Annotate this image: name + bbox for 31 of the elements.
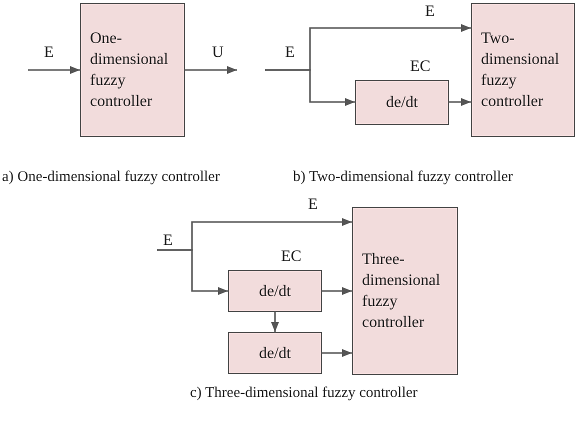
process-box: [228, 270, 322, 312]
signal-label: E: [285, 44, 295, 62]
edge-label: U: [212, 44, 224, 62]
box-text: Two-dimensional fuzzy controller: [481, 29, 560, 112]
process-box: [355, 80, 449, 125]
controller-box: [80, 3, 185, 137]
signal-label: EC: [410, 58, 430, 76]
arrow: [157, 249, 228, 295]
box-text: One-dimensional fuzzy controller: [90, 29, 170, 112]
arrow: [449, 98, 471, 106]
process-box: [228, 332, 322, 374]
arrow: [265, 69, 355, 106]
arrow: [28, 66, 80, 74]
arrow: [185, 66, 237, 74]
signal-label: E: [163, 232, 173, 250]
caption: b) Two-dimensional fuzzy controller: [293, 168, 513, 186]
controller-box: [352, 207, 458, 375]
box-text: Three-dimensional fuzzy controller: [362, 250, 442, 333]
caption: a) One-dimensional fuzzy controller: [2, 168, 220, 186]
edge-label: E: [425, 3, 435, 21]
box-text: de/dt: [386, 93, 418, 113]
box-text: de/dt: [259, 344, 291, 364]
edge-label: E: [44, 44, 54, 62]
arrow: [322, 349, 352, 357]
controller-box: [471, 3, 575, 137]
box-text: de/dt: [259, 282, 291, 302]
edge-label: E: [308, 196, 318, 214]
arrow: [322, 287, 352, 295]
arrow: [271, 312, 279, 332]
signal-label: EC: [281, 248, 302, 266]
caption: c) Three-dimensional fuzzy controller: [190, 384, 418, 402]
